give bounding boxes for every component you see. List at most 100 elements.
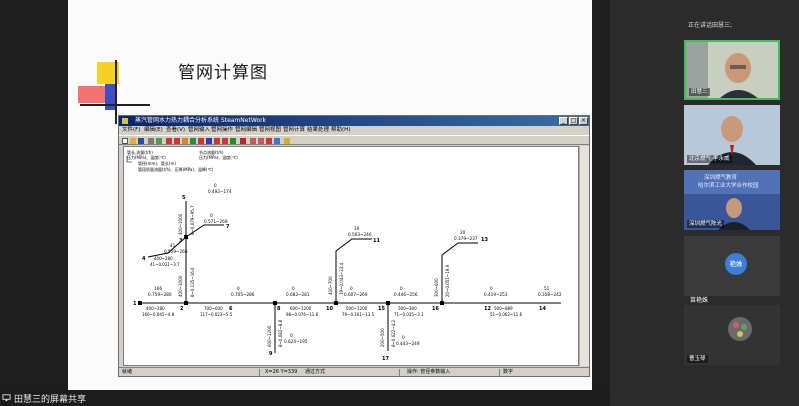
node-id-6: 6 [229, 306, 233, 312]
pipe-15-16-spec: 500~300 [398, 306, 417, 311]
status-numlock: 数字 [503, 369, 514, 375]
node-marker-3[interactable] [184, 235, 188, 239]
maximize-icon[interactable]: □ [569, 117, 578, 125]
participant-video-3 [684, 170, 780, 230]
participant-name-1: 田慧三 [689, 88, 710, 96]
pipe-3-5-spec: 400~1000 [178, 213, 183, 235]
node-16-flow: 0 [490, 286, 493, 291]
pipe-2-3-spec: 400~1000 [178, 275, 183, 297]
node-id-16: 16 [432, 306, 439, 312]
open-folder-icon[interactable] [130, 138, 136, 144]
draw-node-icon[interactable] [174, 138, 180, 144]
menu-results[interactable]: 结果处理 [307, 127, 330, 133]
help-icon[interactable] [284, 138, 290, 144]
participant-tile-4[interactable]: 艳姝 [684, 236, 780, 296]
node-id-17: 17 [382, 356, 389, 362]
node-markers [138, 235, 444, 305]
slide-title: 管网计算图 [178, 63, 268, 83]
status-bar: 就绪 X=26 Y=339 通过方式 操作: 管径参数输入 数字 [119, 367, 589, 376]
zoom-in-icon[interactable] [250, 138, 256, 144]
pipe-3-5-res: 8~0.079~95.7 [190, 205, 195, 235]
draw-pipe-icon[interactable] [166, 138, 172, 144]
participant-video-2 [684, 105, 780, 165]
node-11-sub: 0.563~246 [348, 232, 372, 237]
participant-tile-3[interactable]: 深圳燃气教育 哈尔滨工业大学合作校园 深圳燃气陈光 [684, 170, 780, 230]
cross-icon[interactable] [214, 138, 220, 144]
legend-bracket [126, 156, 132, 163]
menu-network-view[interactable]: 管网视图 [259, 127, 282, 133]
status-divider [499, 369, 500, 376]
pan-icon[interactable] [266, 138, 272, 144]
menu-help[interactable]: 帮助(H) [331, 127, 351, 133]
calculate-icon[interactable] [274, 138, 280, 144]
node-marker-8[interactable] [273, 301, 277, 305]
menu-file[interactable]: 文件(F) [122, 127, 141, 133]
node-1-flow: 166 [154, 286, 162, 291]
node-id-12: 12 [484, 306, 491, 312]
save-icon[interactable] [138, 138, 144, 144]
node-9-flow: 0 [290, 333, 293, 338]
vertical-scrollbar[interactable] [579, 146, 589, 366]
close-icon[interactable]: × [579, 117, 588, 125]
zoom-out-icon[interactable] [258, 138, 264, 144]
menu-edit[interactable]: 编辑(E) [144, 127, 163, 133]
window-titlebar[interactable]: 蒸汽管网水力热力耦合分析系统 SteamNetWork _ □ × [119, 116, 589, 126]
node-marker-10[interactable] [334, 301, 338, 305]
menu-network-compute[interactable]: 管网计算 [283, 127, 306, 133]
new-file-icon[interactable] [122, 138, 128, 144]
node-id-8: 8 [277, 306, 281, 312]
delete-pipe-icon[interactable] [198, 138, 204, 144]
node-4-sub: 0.559~266 [164, 249, 188, 254]
node-8-sub: 0.705~286 [231, 292, 255, 297]
node-5-sub: 0.492~174 [208, 189, 232, 194]
node-id-11: 11 [373, 238, 380, 244]
pipe-12-14-res: 51~0.062~11.6 [490, 312, 523, 317]
participant-tile-1[interactable]: 田慧三 [684, 40, 780, 100]
node-marker-15[interactable] [386, 301, 390, 305]
remove-icon[interactable] [222, 138, 228, 144]
node-marker-1[interactable] [138, 301, 142, 305]
node-12-sub: 0.607~269 [344, 292, 368, 297]
participant-name-5: 曹玉琴 [687, 355, 708, 363]
participant-tile-2[interactable]: 北京燃气-李永威 [684, 105, 780, 165]
source-icon[interactable] [182, 138, 188, 144]
pipe-8-10-res: 98~0.076~11.6 [286, 312, 319, 317]
status-mode: 通过方式 [305, 369, 326, 375]
undo-icon[interactable] [240, 138, 246, 144]
valve-icon[interactable] [190, 138, 196, 144]
check-icon[interactable] [230, 138, 236, 144]
participant-name-2: 北京燃气-李永威 [687, 155, 732, 163]
move-icon[interactable] [206, 138, 212, 144]
menu-view[interactable]: 查看(V) [166, 127, 186, 133]
share-label: 田慧三的屏幕共享 [14, 395, 87, 405]
node-7-flow: 0 [210, 213, 213, 218]
status-ready: 就绪 [122, 369, 133, 375]
pipe-network-diagram: 管长,流量(t/h) 压力(MPa)、温度(℃) 管径(mm)、管长(m) 管段… [126, 149, 562, 362]
pipe-15-16-res: 71~0.035~3.1 [394, 312, 424, 317]
node-marker-2[interactable] [184, 301, 188, 305]
node-id-15: 15 [378, 306, 385, 312]
node-8-flow: 0 [237, 286, 240, 291]
node-7-sub: 0.571~269 [204, 219, 228, 224]
menu-network-operate[interactable]: 管网操作 [211, 127, 234, 133]
node-marker-16[interactable] [440, 301, 444, 305]
pipe-3-4-res: 41~0.021~3.7 [150, 262, 180, 267]
node-12-flow: 0 [350, 286, 353, 291]
legend-left-1: 管长,流量(t/h) [127, 149, 153, 155]
app-icon [122, 118, 128, 124]
participant-video-5 [684, 305, 780, 365]
status-divider [259, 369, 260, 376]
zoom-fit-icon[interactable] [156, 138, 162, 144]
minimize-icon[interactable]: _ [559, 117, 568, 125]
legend-right-1: 节点流量(t/h) [199, 149, 224, 155]
legend-left-3: 管径(mm)、管长(m) [138, 160, 176, 166]
pipe-8-10-spec: 600~1200 [290, 306, 312, 311]
print-icon[interactable] [148, 138, 154, 144]
pipe-2-3-res: 8~0.135~16.6 [190, 267, 195, 297]
participant-tile-5[interactable]: 曹玉琴 [684, 305, 780, 365]
menu-network-edit[interactable]: 管网编辑 [235, 127, 258, 133]
network-canvas[interactable]: 管长,流量(t/h) 压力(MPa)、温度(℃) 管径(mm)、管长(m) 管段… [123, 146, 579, 366]
node-14-sub: 0.358~242 [538, 292, 562, 297]
menu-network-input[interactable]: 管网输入 [188, 127, 211, 133]
status-divider [399, 369, 400, 376]
